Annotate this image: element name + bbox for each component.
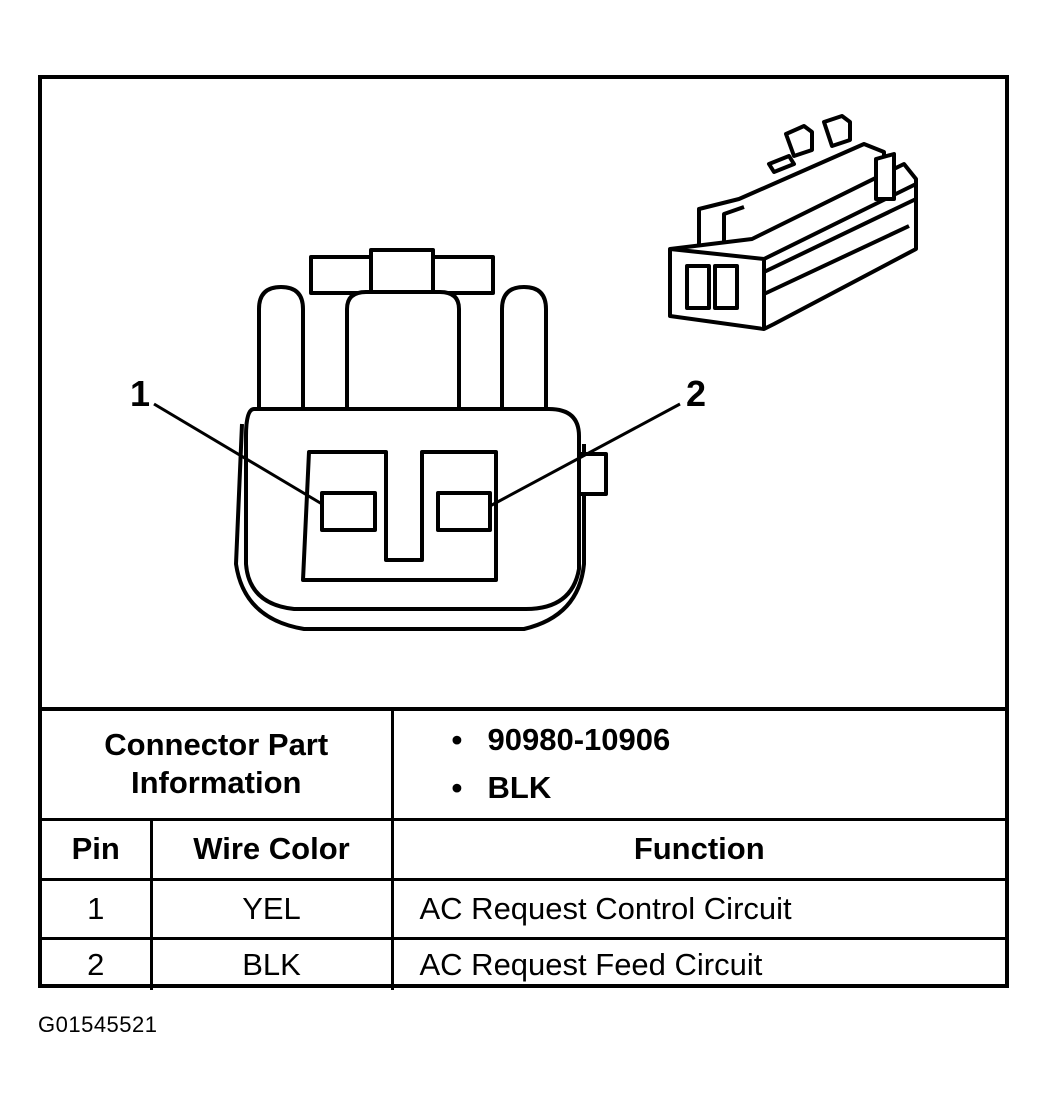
connector-part-info-values: 90980-10906 BLK	[390, 707, 1006, 821]
part-info-label-text: Connector Part Information	[104, 727, 329, 801]
connector-isometric-drawing	[668, 114, 918, 331]
pin-column-header: Pin	[42, 817, 153, 881]
pin-1-leader-line	[153, 402, 323, 506]
function-cell: AC Request Feed Circuit	[390, 936, 1005, 990]
wire-color-cell: BLK	[149, 936, 394, 990]
function-column-header: Function	[390, 817, 1005, 881]
connector-diagram: 1 2	[130, 114, 918, 631]
wire-color-cell: YEL	[149, 877, 394, 940]
figure-code: G01545521	[38, 1012, 158, 1037]
connector-color: BLK	[452, 764, 1006, 812]
pin-2-callout: 2	[686, 373, 706, 414]
diagram-frame: 1 2 Connector Part Information 90980-109…	[38, 75, 1009, 990]
connector-info-table: Connector Part Information 90980-10906 B…	[42, 707, 1005, 990]
table-row: 2 BLK AC Request Feed Circuit	[42, 936, 1005, 990]
connector-part-info-label: Connector Part Information	[42, 707, 394, 821]
pin-2-leader-line	[489, 402, 681, 508]
pin-cell: 1	[42, 877, 153, 940]
function-cell: AC Request Control Circuit	[390, 877, 1005, 940]
table-header-row: Pin Wire Color Function	[42, 817, 1005, 881]
pin-cell: 2	[42, 936, 153, 990]
connector-face-drawing	[234, 248, 608, 631]
pin-1-callout: 1	[130, 373, 150, 414]
part-info-row: Connector Part Information 90980-10906 B…	[42, 707, 1006, 821]
wire-color-column-header: Wire Color	[149, 817, 394, 881]
table-row: 1 YEL AC Request Control Circuit	[42, 877, 1005, 940]
part-number: 90980-10906	[452, 716, 1006, 764]
